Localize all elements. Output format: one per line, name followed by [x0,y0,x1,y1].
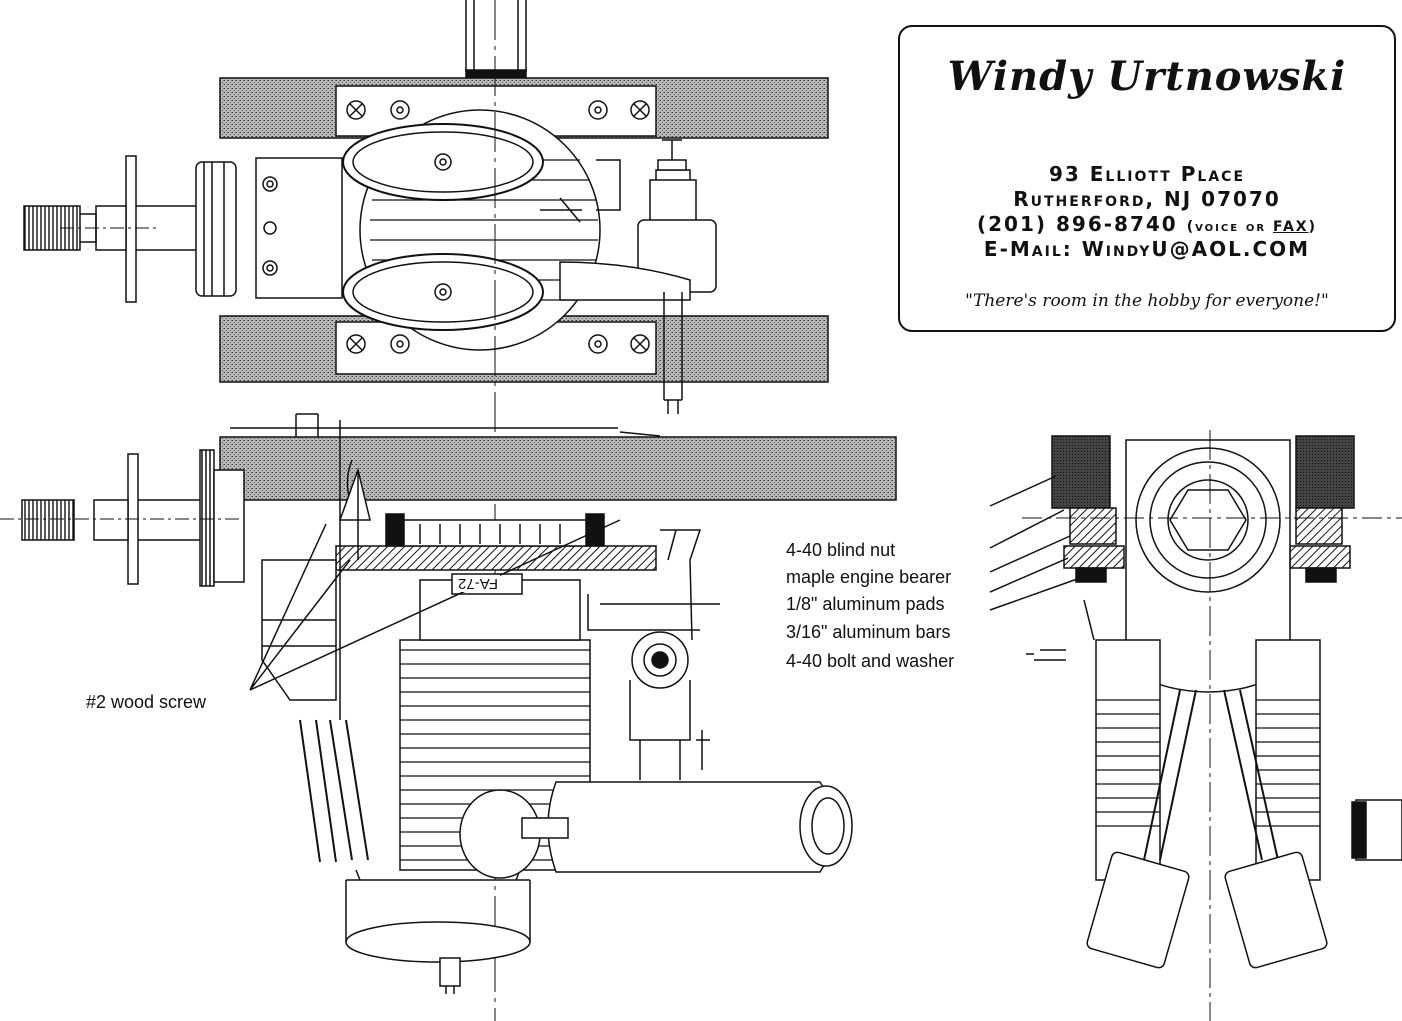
card-phone: (201) 896-8740 [977,212,1178,236]
left-bearer-block [1051,435,1111,509]
top-view [23,0,829,1021]
card-email: E-Mail: WindyU@AOL.COM [983,237,1311,261]
card-phone-note-fax: FAX [1273,219,1309,235]
card-address-line2: Rutherford, NJ 07070 [1013,187,1281,211]
label-bearer: maple engine bearer [784,567,954,588]
business-card: Windy Urtnowski 93 Elliott Place Rutherf… [898,25,1396,332]
mount-bar [335,545,657,571]
card-phone-note-post: ) [1308,219,1317,235]
card-phone-note-pre: (voice or [1186,219,1273,235]
side-bearer [219,436,897,501]
mount-screws [346,100,650,354]
right-bearer-block [1295,435,1355,509]
card-quote: "There's room in the hobby for everyone!… [965,291,1329,311]
engine-stamp: FA-72 [456,575,501,592]
label-bars: 3/16" aluminum bars [784,622,953,643]
label-pads: 1/8" aluminum pads [784,594,947,615]
label-blind-nut: 4-40 blind nut [784,540,898,561]
label-bolt: 4-40 bolt and washer [784,651,957,672]
front-view [989,430,1402,1021]
card-address-line1: 93 Elliott Place [1048,162,1246,186]
label-wood-screw: #2 wood screw [84,692,209,713]
card-phone-line: (201) 896-8740 (voice or FAX) [900,212,1394,236]
card-name: Windy Urtnowski [947,53,1347,100]
